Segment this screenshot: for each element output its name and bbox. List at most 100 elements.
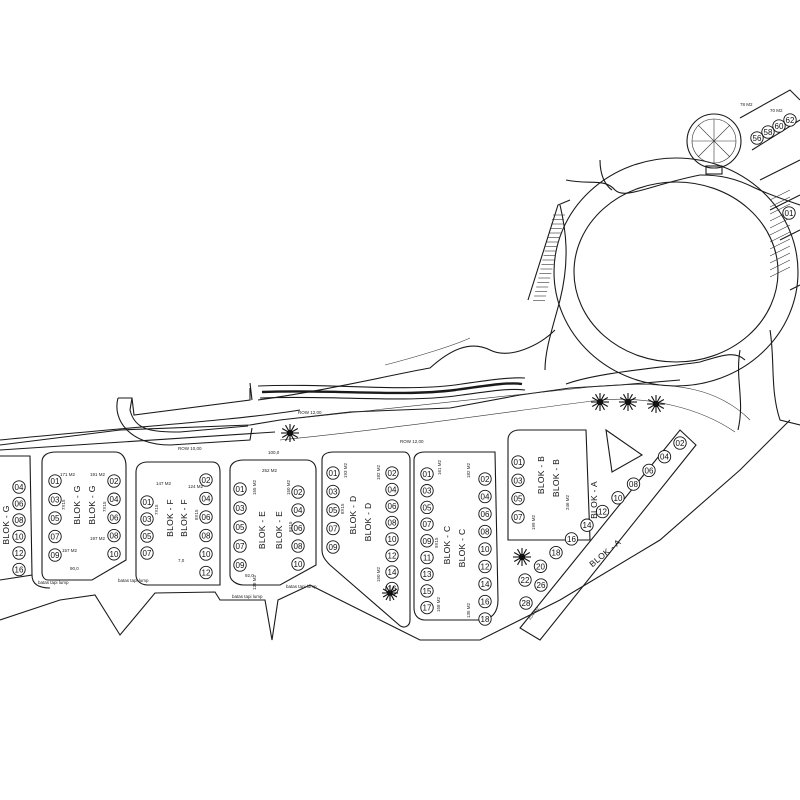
lot-marker: 08 [626,477,641,491]
lot-number: 03 [143,515,152,524]
lot-marker: 04 [107,492,121,506]
boundary-note: batas tapi lump [286,584,317,589]
lot-marker: 08 [107,528,121,543]
lot-number: 10 [202,550,211,559]
road-label: ROW 12,00 [400,439,424,444]
area-label: 158 M2 [436,596,441,612]
lot-number: 05 [51,514,60,523]
dimension-label: 100,0 [268,450,280,455]
lot-number: 06 [481,510,490,519]
lot-marker: 07 [326,521,340,536]
area-label: 197 M2 [90,536,106,541]
lot-number: 09 [329,543,338,552]
lot-marker: 17 [420,600,434,615]
road-left-loop [116,397,253,446]
lot-marker: 10 [199,547,213,561]
lot-marker: 03 [420,484,434,498]
block-label-g-right: BLOK - G [87,485,97,524]
lot-marker: 18 [549,545,563,560]
tree-icon [513,548,531,566]
road-label: ROW 10,00 [178,446,202,451]
main-road-lower [0,431,276,451]
lot-marker: 22 [518,573,532,587]
lot-marker: 14 [580,518,594,532]
lot-marker: 12 [199,565,213,580]
lot-number: 20 [536,562,545,571]
lot-marker: 10 [385,532,399,546]
lot-marker: 01 [511,455,525,469]
lot-number: 12 [598,508,607,517]
road-left-loop-inner [129,397,249,433]
lot-marker: 07 [233,539,247,553]
lot-marker: 09 [420,534,434,548]
lot-number: 17 [423,604,432,613]
lot-marker: 03 [326,484,340,499]
lot-marker: 07 [48,529,62,544]
lot-number: 01 [785,209,794,218]
lot-number: 08 [481,528,490,537]
lot-marker: 56 [750,131,764,145]
lot-number: 08 [15,516,24,525]
lot-number: 03 [423,487,432,496]
block-label-b-right: BLOK - B [551,459,561,497]
lot-number: 07 [143,549,152,558]
lot-number: 18 [552,549,561,558]
dimension-label: 7,0 [178,558,185,563]
lot-number: 60 [775,122,784,131]
lot-marker: 06 [12,496,26,511]
lot-marker: 09 [48,548,62,562]
lot-number: 62 [786,116,795,125]
block-label-c-right: BLOK - C [457,529,467,568]
lot-number: 12 [388,552,397,561]
block-label-far-left: BLOK - G [1,505,11,544]
lot-number: 02 [481,475,490,484]
area-label: 191 M2 [90,472,106,477]
area-label: 161 M2 [437,459,442,475]
lot-marker: 07 [511,510,525,524]
lot-number: 28 [522,599,531,608]
tree-icon [647,395,665,413]
lot-marker: 18 [478,612,492,626]
lot-number: 04 [388,486,397,495]
lot-number: 10 [388,535,397,544]
lot-number: 04 [110,495,119,504]
lot-number: 05 [143,532,152,541]
lot-number: 56 [753,134,762,143]
lot-number: 10 [15,533,24,542]
lot-marker: 08 [478,524,492,539]
block-b-outline [413,451,499,621]
lot-number: 02 [110,477,119,486]
lot-marker: 07 [140,546,154,560]
lot-marker: 10 [107,547,121,561]
median-strip-inner [259,388,526,400]
lot-marker: 03 [511,473,525,487]
lot-marker: 08 [199,528,213,543]
lot-marker: 62 [783,113,797,127]
lot-marker: 60 [772,119,786,133]
lot-marker: 10 [478,542,492,556]
lot-number: 05 [329,506,338,515]
dimension-label: 7X15 [61,499,66,510]
lot-number: 03 [51,496,60,505]
lot-number: 16 [567,535,576,544]
lot-number: 04 [15,483,24,492]
lot-marker: 10 [12,529,26,544]
lot-marker: 01 [782,206,796,220]
area-label: 246 M2 [565,494,570,510]
block-label-f-left: BLOK - F [165,499,175,537]
lot-marker: 05 [326,503,340,517]
lot-marker: 06 [385,499,399,513]
lot-marker: 15 [420,584,434,598]
lot-number: 06 [645,466,654,475]
lot-marker: 03 [140,512,154,526]
lot-number: 09 [423,537,432,546]
block-f-outline [135,461,221,586]
lot-number: 58 [764,128,773,137]
lot-number: 08 [202,532,211,541]
lot-marker: 08 [385,515,399,530]
block-label-g-left: BLOK - G [72,485,82,524]
dimension-label: 8X15 [340,503,345,514]
area-label: 150 M2 [376,566,381,582]
block-label-c-left: BLOK - C [442,526,452,565]
lot-marker: 08 [12,513,26,527]
